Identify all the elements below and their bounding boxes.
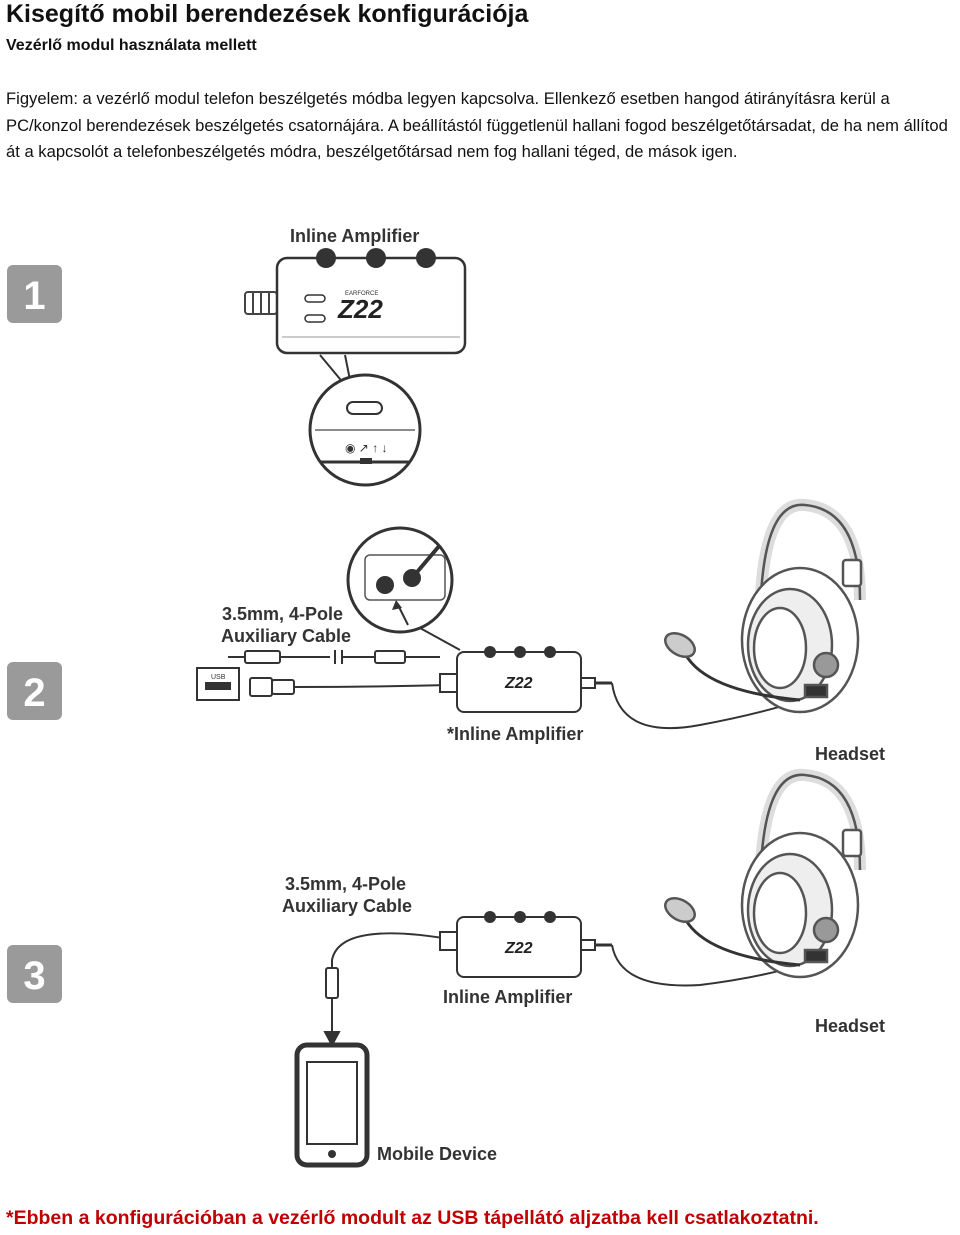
usb-label: USB: [211, 674, 226, 681]
step-badge-3: [7, 945, 62, 1003]
mobile-device: [294, 1042, 370, 1168]
usb-port: USB: [196, 667, 240, 701]
inline-amplifier-label-2: *Inline Amplifier: [447, 724, 583, 744]
inline-amplifier-2: Z22: [439, 646, 612, 713]
inline-amplifier-label-3: Inline Amplifier: [443, 987, 572, 1007]
step-badge-2: [7, 662, 62, 720]
step-number-1: 1: [23, 274, 45, 318]
footnote: *Ebben a konfigurációban a vezérlő modul…: [6, 1207, 819, 1229]
model-name-1: Z22: [337, 294, 383, 324]
aux-cable-label-2a: 3.5mm, 4-Pole: [222, 604, 343, 624]
warning-paragraph: Figyelem: a vezérlő modul telefon beszél…: [6, 89, 948, 161]
inline-amplifier-1: EARFORCE Z22: [275, 248, 467, 355]
step-badge-1: [7, 265, 62, 323]
setup-diagram: 1 Inline Amplifier EARFORCE Z22: [7, 226, 885, 1168]
switch-zoom-callout: ◉ ↗ ↑ ↓: [308, 373, 422, 487]
inline-amplifier-label-1: Inline Amplifier: [290, 226, 419, 246]
step-3: 3 3.5mm, 4-Pole Auxiliary Cable Z22 Inli…: [7, 768, 885, 1168]
amp-cable-connector-1: [244, 291, 278, 315]
step-number-2: 2: [23, 671, 45, 715]
aux-cable-label-2b: Auxiliary Cable: [221, 626, 351, 646]
earforce-brand-1: EARFORCE: [345, 291, 378, 297]
mobile-device-label: Mobile Device: [377, 1144, 497, 1164]
svg-text:◉ ↗ ↑ ↓: ◉ ↗ ↑ ↓: [345, 441, 388, 455]
document-title: Kisegítő mobil berendezések konfiguráció…: [6, 0, 529, 28]
aux-cable-3: [323, 932, 456, 1048]
model-name-2: Z22: [504, 675, 533, 692]
jack-zoom-callout: [346, 526, 454, 634]
aux-cable-label-3b: Auxiliary Cable: [282, 896, 412, 916]
step-1: 1 Inline Amplifier EARFORCE Z22: [7, 226, 467, 487]
headset-2: [664, 768, 866, 979]
headset-label-2: Headset: [815, 1016, 885, 1036]
headset-label-1: Headset: [815, 744, 885, 764]
inline-amplifier-3: Z22: [439, 911, 612, 978]
usb-cable-2: [249, 677, 451, 697]
model-name-3: Z22: [504, 940, 533, 957]
headset-1: [664, 498, 866, 714]
document-subtitle: Vezérlő modul használata mellett: [6, 37, 257, 54]
step-number-3: 3: [23, 954, 45, 998]
aux-cable-2: [228, 650, 440, 664]
step-2: 2 3.5mm, 4-Pole Auxiliary Cable USB: [7, 498, 885, 764]
aux-cable-label-3a: 3.5mm, 4-Pole: [285, 874, 406, 894]
